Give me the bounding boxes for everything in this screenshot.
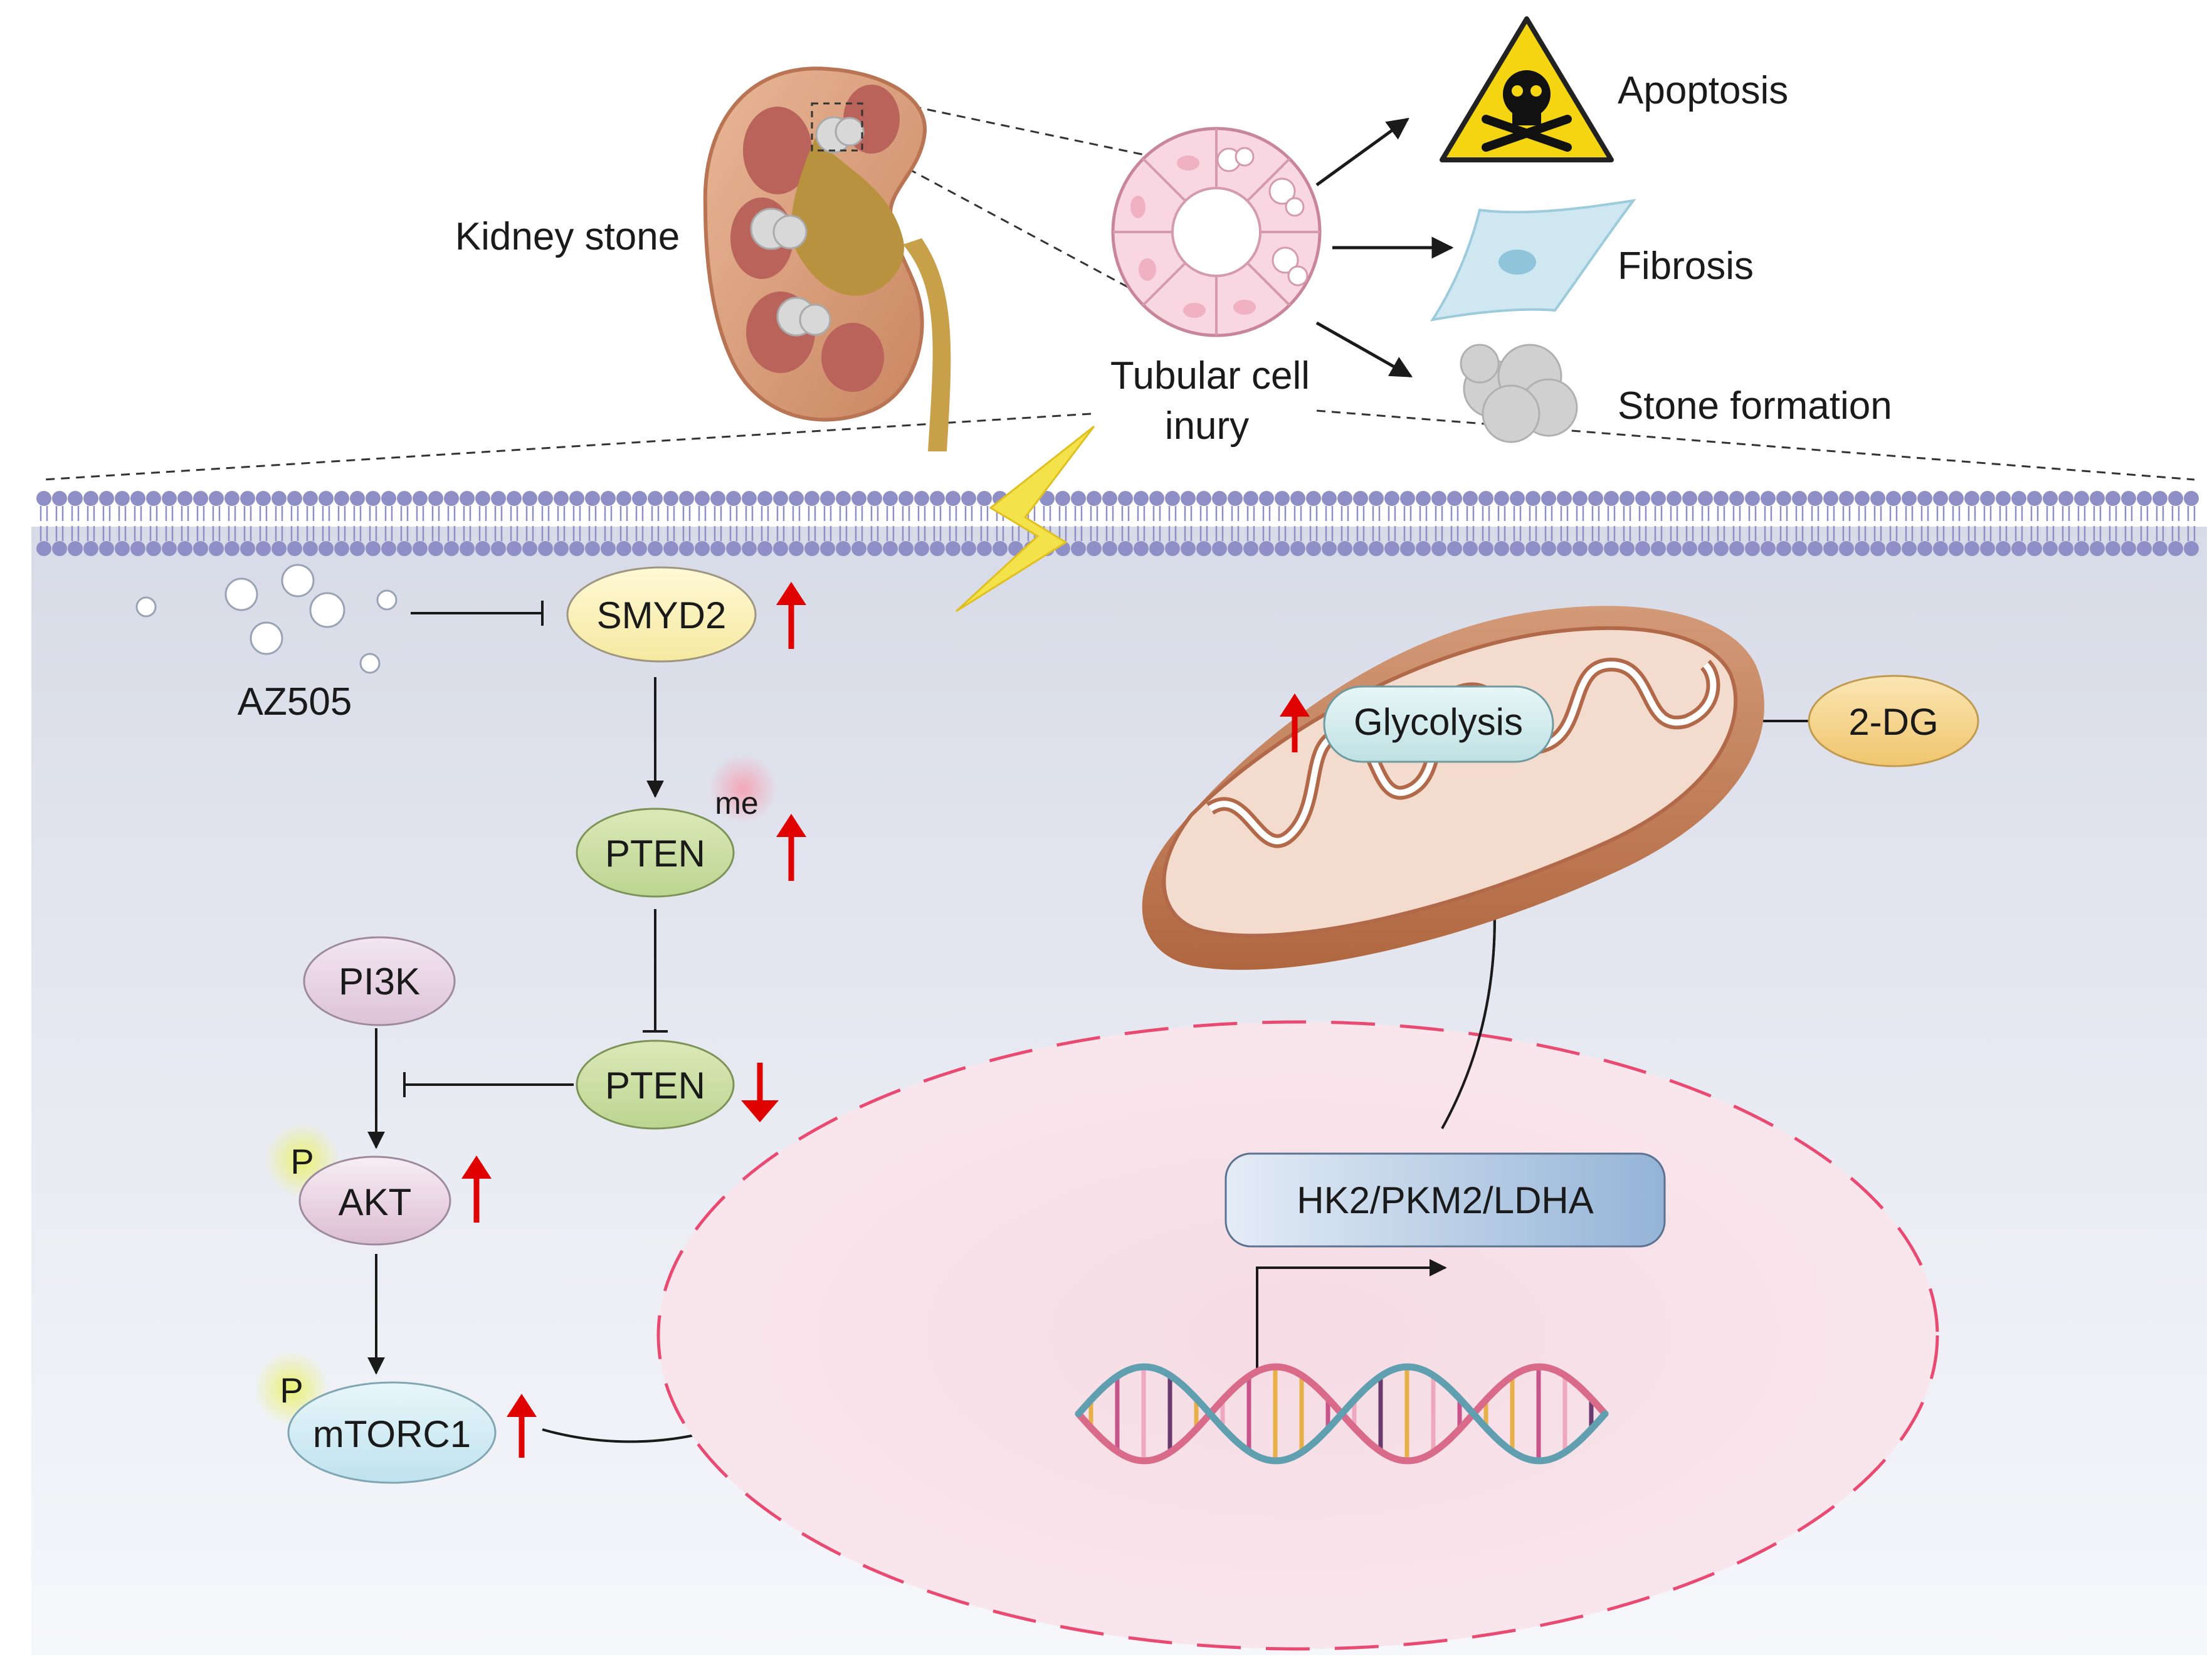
2dg-label: 2-DG — [1848, 701, 1938, 743]
2dg-node: 2-DG — [1808, 675, 1979, 767]
kidney-illustration — [703, 66, 951, 451]
tubular-label-line2: inury — [1165, 404, 1249, 448]
methyl-mark: me — [715, 786, 758, 821]
fibroblast-icon — [1430, 199, 1636, 322]
pi3k-label: PI3K — [339, 961, 420, 1003]
pten-methylated-label: PTEN — [605, 833, 705, 875]
tubular-label-line1: Tubular cell — [1110, 354, 1310, 397]
genes-label: HK2/PKM2/LDHA — [1297, 1179, 1594, 1221]
mtorc1-phospho-label: P — [280, 1371, 303, 1410]
smyd2-node: SMYD2 — [566, 566, 757, 663]
glycolysis-label: Glycolysis — [1354, 701, 1523, 743]
pten-label: PTEN — [605, 1065, 705, 1107]
nucleus — [656, 1020, 1939, 1651]
toxic-warning-icon — [1440, 16, 1614, 162]
outcome-arrows — [1315, 117, 1454, 378]
stone-formation-label: Stone formation — [1618, 384, 1892, 428]
mtorc1-label: mTORC1 — [313, 1413, 471, 1455]
akt-label: AKT — [339, 1181, 412, 1223]
cell-membrane — [36, 491, 2199, 556]
az505-label: AZ505 — [238, 680, 352, 724]
mtorc1-node: mTORC1 P — [254, 1351, 497, 1484]
az505-molecules-icon — [135, 564, 398, 674]
pten-me-up-arrow-icon — [776, 814, 806, 881]
akt-up-arrow-icon — [461, 1155, 492, 1223]
akt-node: AKT P — [265, 1122, 451, 1246]
glycolysis-node: Glycolysis — [1323, 685, 1554, 763]
pten-node: PTEN — [576, 1040, 735, 1130]
pi3k-node: PI3K — [303, 936, 456, 1026]
smyd2-up-arrow-icon — [776, 582, 806, 649]
kidney-label: Kidney stone — [455, 215, 680, 258]
lightning-icon — [955, 425, 1095, 613]
pten-down-arrow-icon — [741, 1063, 779, 1122]
tubule-illustration — [1111, 127, 1322, 337]
glycolysis-up-arrow-icon — [1280, 693, 1310, 752]
hk2-pkm2-ldha-node: HK2/PKM2/LDHA — [1224, 1152, 1666, 1248]
pten-methylated-node: PTEN me — [576, 754, 777, 898]
mtorc1-up-arrow-icon — [507, 1394, 537, 1458]
fibrosis-label: Fibrosis — [1618, 245, 1754, 288]
stone-icon — [1460, 344, 1578, 443]
akt-phospho-label: P — [290, 1142, 313, 1181]
smyd2-label: SMYD2 — [597, 594, 727, 636]
dna-helix-icon — [1075, 1363, 1609, 1465]
regulation-arrows — [461, 582, 1310, 1458]
apoptosis-label: Apoptosis — [1618, 69, 1788, 112]
